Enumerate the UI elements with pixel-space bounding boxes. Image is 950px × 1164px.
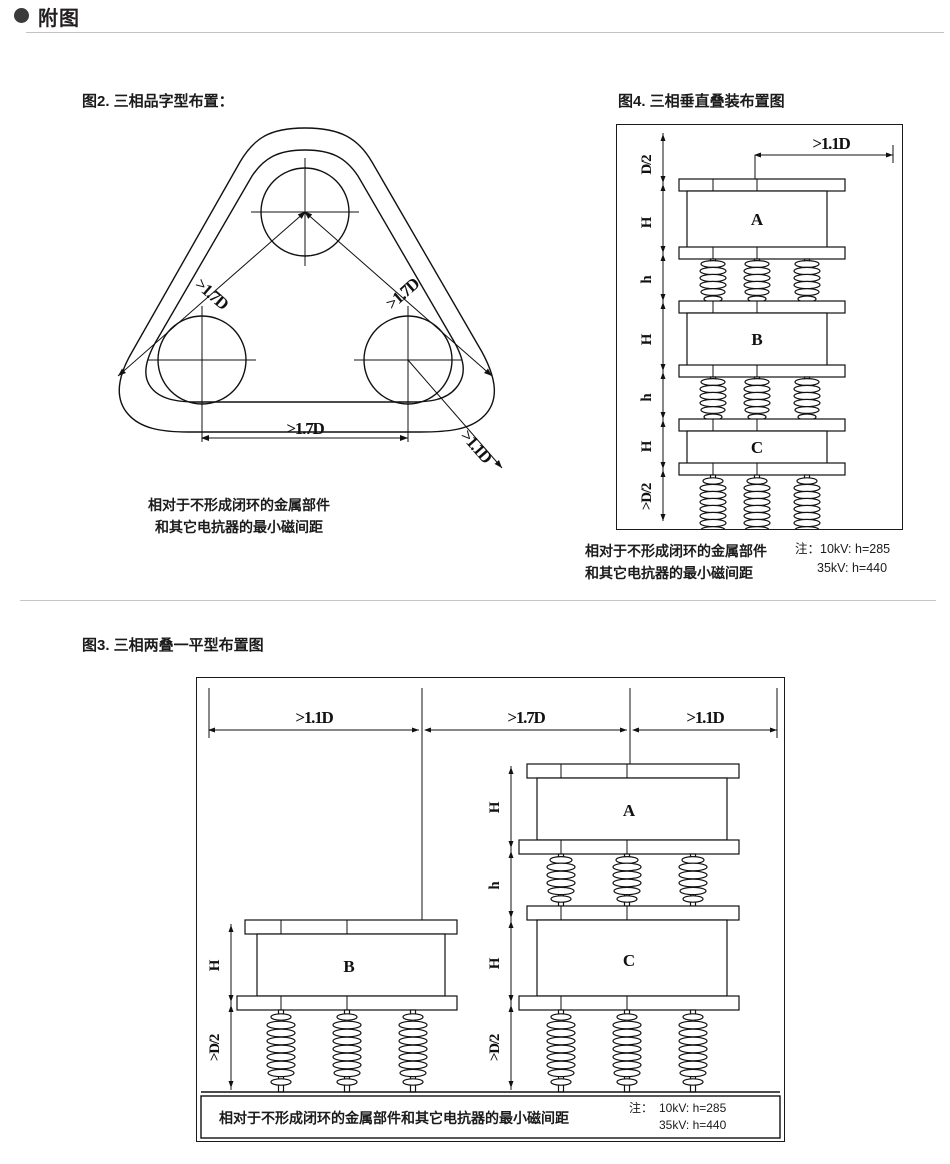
phase-label-c: C (751, 438, 763, 457)
dim-top-clearance: D/2 (639, 155, 655, 175)
figure2-triangle-diagram: >1.7D >1.7D >1.7D >1.1D (117, 127, 503, 469)
page-title: 附图 (38, 8, 80, 30)
figure3-h-value-10kv: 10kV: h=285 (659, 1101, 727, 1115)
phase-label-c-fig3: C (623, 951, 635, 970)
dim-height-b-fig3: H (207, 959, 223, 971)
figure3-drawing-frame: >1.1D >1.7D >1.1D H >D/2 B H h H >D (196, 677, 785, 1142)
section-divider (20, 600, 936, 601)
dim-ground-clearance: >D/2 (639, 483, 655, 510)
figure4-note: 相对于不形成闭环的金属部件 和其它电抗器的最小磁间距 (585, 540, 767, 584)
reactor-unit-a-fig3: A (518, 763, 740, 855)
figure4-h-note-row-1: 注：10kV: h=285 (795, 540, 890, 559)
bullet-icon (14, 8, 29, 23)
figure2-note-line-2: 和其它电抗器的最小磁间距 (155, 519, 323, 535)
phase-label-a: A (751, 210, 764, 229)
reactor-circle-b (148, 306, 256, 414)
dim-top-center: >1.7D (507, 708, 545, 727)
figure3-note-label: 注： (629, 1100, 653, 1115)
dim-height-a-fig3: H (487, 801, 503, 813)
figure2-note-line-1: 相对于不形成闭环的金属部件 (148, 497, 330, 513)
h-value-10kv: 10kV: h=285 (820, 542, 891, 556)
reactor-unit-c-fig3: C (518, 905, 740, 1011)
figure4-note-line-1: 相对于不形成闭环的金属部件 (585, 543, 767, 559)
figure4-caption: 图4. 三相垂直叠装布置图 (618, 93, 785, 110)
note-label: 注： (795, 542, 821, 556)
dim-top-left: >1.1D (295, 708, 333, 727)
dim-height-c-fig3: H (487, 957, 503, 969)
dim-top-right: >1.1D (686, 708, 724, 727)
dim-side-upper-right: >1.7D (382, 274, 423, 313)
figure4-h-note: 注：10kV: h=285 35kV: h=440 (795, 540, 890, 578)
header-divider (26, 32, 944, 33)
dim-height-c: H (639, 440, 655, 452)
figure4-h-note-row-2: 35kV: h=440 (817, 561, 888, 575)
dim-ground-clearance-b: >D/2 (207, 1034, 223, 1061)
reactor-unit-c: C (678, 418, 846, 476)
figure3-h-value-35kv: 35kV: h=440 (659, 1118, 727, 1132)
figure2-caption: 图2. 三相品字型布置： (82, 93, 234, 110)
dim-height-b: H (639, 333, 655, 345)
dim-horizontal-clearance: >1.1D (812, 134, 850, 153)
reactor-unit-b: B (678, 300, 846, 378)
dim-gap-bc: h (639, 393, 655, 402)
phase-label-b-fig3: B (343, 957, 354, 976)
figure3-caption: 图3. 三相两叠一平型布置图 (82, 637, 264, 654)
figure3-caption-bar-text: 相对于不形成闭环的金属部件和其它电抗器的最小磁间距 (219, 1110, 569, 1126)
reactor-unit-a: A (678, 178, 846, 260)
dim-clearance: >1.1D (457, 426, 496, 467)
dim-ground-clearance-c: >D/2 (487, 1034, 503, 1061)
reactor-unit-b-fig3: B (236, 919, 458, 1011)
figure4-note-line-2: 和其它电抗器的最小磁间距 (585, 565, 753, 581)
dim-gap-ab: h (639, 275, 655, 284)
dim-gap-ac-fig3: h (487, 881, 503, 890)
dim-height-a: H (639, 216, 655, 228)
page-header: 附图 (0, 0, 950, 38)
phase-label-b: B (751, 330, 762, 349)
figure4-drawing-frame: D/2 H h H h H >D/2 >1.1D (616, 124, 903, 530)
figure2-note: 相对于不形成闭环的金属部件 和其它电抗器的最小磁间距 (148, 494, 330, 538)
phase-label-a-fig3: A (623, 801, 636, 820)
dim-base: >1.7D (286, 419, 324, 438)
